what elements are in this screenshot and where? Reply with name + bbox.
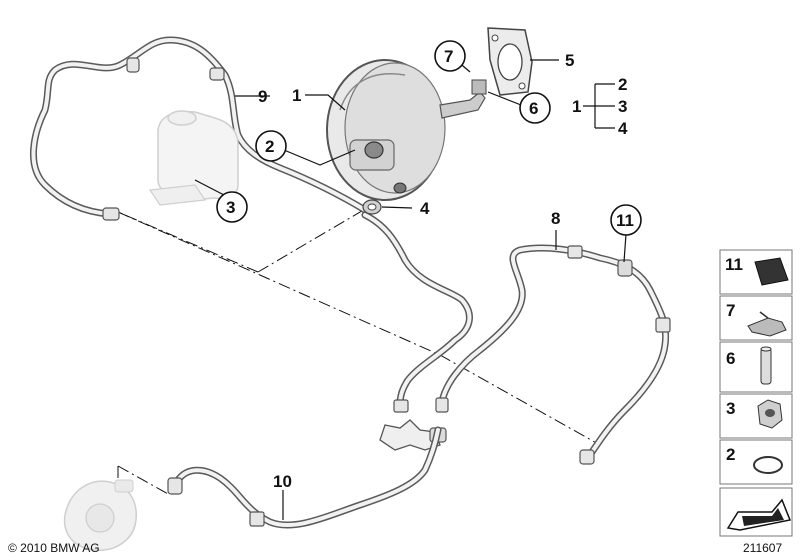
legend-item-o-ring[interactable]: 2 [719,439,793,485]
circle-7 [434,40,466,72]
leader-lines [194,59,627,520]
svg-text:11: 11 [725,255,743,274]
legend-item-arrow[interactable] [719,487,793,537]
callout-hose-8: 8 [551,209,560,228]
arrow-icon [726,498,792,531]
callout-pin: 6 [529,99,538,118]
group-label-1: 1 [572,97,581,116]
copyright-text: © 2010 BMW AG [8,541,100,555]
group-label-4: 4 [618,119,628,138]
legend-item-pin[interactable]: 6 [719,341,793,393]
nut-icon [757,399,783,429]
circle-11 [610,204,642,236]
circle-2 [255,130,287,162]
vacuum-hose-main[interactable] [361,211,473,413]
group-label-2: 2 [618,75,627,94]
callout-clip: 11 [616,211,634,230]
gasket[interactable] [487,27,533,96]
legend-item-pad[interactable]: 11 [719,249,793,295]
o-ring-icon [753,456,783,474]
svg-text:3: 3 [726,399,735,418]
vacuum-hose-8[interactable] [435,244,671,465]
circle-6 [519,92,551,124]
callout-booster: 1 [292,86,301,105]
svg-text:2: 2 [726,445,735,464]
callout-oring: 2 [265,137,274,156]
diagram-id: 211607 [743,541,782,555]
vacuum-hose-10[interactable] [167,426,442,529]
brake-booster[interactable] [326,59,487,201]
pin-icon [760,346,772,385]
callout-nut: 3 [226,198,235,217]
callout-grommet: 4 [420,199,430,218]
vacuum-hose-9[interactable] [29,36,369,221]
callout-hose-9: 9 [258,87,267,106]
vacuum-pump [63,479,137,551]
svg-text:6: 6 [726,349,735,368]
group-label-3: 3 [618,97,627,116]
parts-legend: 11 7 6 3 [719,249,793,537]
grommet[interactable] [362,199,382,215]
clip-icon [747,311,787,337]
legend-item-clip[interactable]: 7 [719,295,793,341]
circle-3 [216,191,248,223]
brake-fluid-reservoir [148,110,239,206]
callout-bracket: 7 [444,47,453,66]
svg-text:7: 7 [726,301,735,320]
pad-icon [754,257,789,286]
legend-item-nut[interactable]: 3 [719,393,793,439]
callout-hose-10: 10 [273,472,292,491]
callout-gasket: 5 [565,51,574,70]
